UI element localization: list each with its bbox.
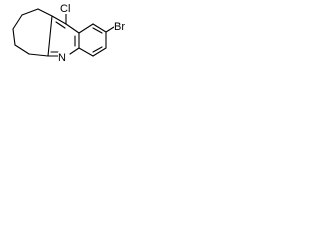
chemical-structure-diagram: Cl Br N	[12, 3, 130, 64]
bromine-label-bg	[114, 21, 130, 32]
double-bond-c10a-c11	[55, 21, 66, 29]
atom-labels: Cl Br N	[58, 3, 130, 64]
bond-c11-c11a	[65, 23, 80, 34]
chlorine-label-bg	[59, 3, 74, 14]
bond-c3-c4	[92, 47, 107, 57]
bond-c9-c10	[21, 8, 39, 16]
double-bond-c1-c2	[92, 27, 103, 34]
nitrogen-label-bg	[58, 52, 67, 63]
bond-c1-c2	[92, 23, 107, 33]
bond-c7-c8	[12, 28, 16, 46]
bond-c8-c9	[12, 14, 23, 30]
bond-c5a-c6	[28, 53, 49, 57]
bond-c11a-c1	[78, 23, 94, 34]
benzene-ring	[78, 23, 107, 57]
chlorine-label: Cl	[60, 3, 70, 15]
bond-c10a-c11	[51, 15, 67, 25]
nitrogen-label: N	[58, 52, 66, 64]
bond-c2-br	[105, 26, 115, 33]
double-bond-c3-c4	[92, 46, 103, 53]
bond-c4-c4a	[78, 47, 94, 57]
cycloheptane-ring	[12, 8, 53, 57]
substituent-bonds	[65, 13, 115, 33]
pyridine-ring	[47, 15, 80, 57]
bond-c10-c10a	[37, 8, 53, 17]
bromine-label: Br	[114, 21, 125, 33]
bond-c5a-c10a	[47, 15, 53, 57]
bond-c4a-n	[69, 47, 80, 55]
bond-c6-c7	[14, 44, 30, 55]
